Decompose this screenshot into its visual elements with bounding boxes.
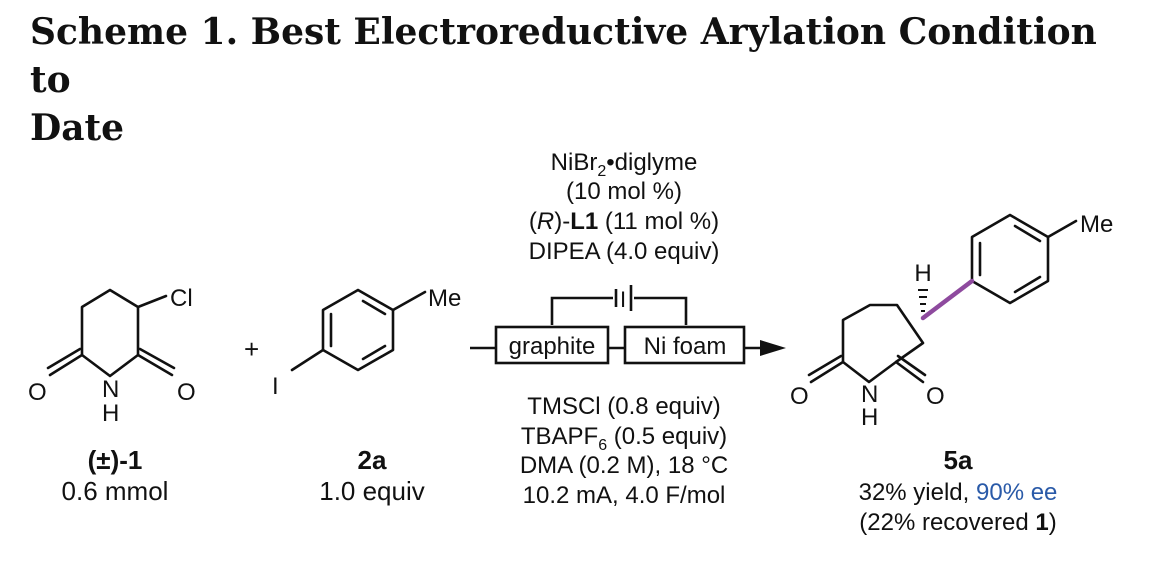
reactant-2-label: 2a [358, 445, 387, 475]
catalyst-line: NiBr2•diglyme [551, 149, 698, 180]
product-o-left: O [790, 383, 809, 410]
product-ee: 90% ee [976, 479, 1057, 506]
product-nh-h: H [861, 404, 878, 431]
product-aryl-bond [920, 278, 975, 321]
electrochemical-cell [470, 285, 762, 365]
cathode-label: Ni foam [644, 333, 727, 360]
reactant-1-label: (±)-1 [88, 445, 143, 475]
reactant-2-amount: 1.0 equiv [319, 476, 425, 506]
catalyst-loading: (10 mol %) [566, 178, 682, 205]
product-me: Me [1080, 211, 1113, 238]
product-hashed-wedge [918, 289, 928, 312]
reactant-1-n: N [102, 376, 119, 403]
scheme-title-line1: Scheme 1. Best Electroreductive Arylatio… [30, 11, 1097, 101]
reaction-arrow-head [760, 340, 786, 356]
scheme-title-line2: Date [30, 107, 125, 149]
product-structure [807, 213, 1078, 384]
current-line: 10.2 mA, 4.0 F/mol [523, 482, 726, 509]
cell-symbol: I [620, 287, 626, 312]
reactant-2-structure [290, 288, 427, 372]
reactant-2-i: I [272, 373, 279, 400]
base-line: DIPEA (4.0 equiv) [529, 238, 720, 265]
product-n: N [861, 381, 878, 408]
tmscl-line: TMSCl (0.8 equiv) [527, 393, 720, 420]
electrolyte-line: TBAPF6 (0.5 equiv) [521, 423, 727, 454]
product-h: H [914, 260, 931, 287]
anode-label: graphite [509, 333, 596, 360]
product-o-right: O [926, 383, 945, 410]
reactant-1-amount: 0.6 mmol [62, 476, 169, 506]
reactant-1-h: H [102, 400, 119, 427]
solvent-line: DMA (0.2 M), 18 °C [520, 452, 728, 479]
product-label: 5a [944, 445, 973, 475]
scheme-title: Scheme 1. Best Electroreductive Arylatio… [30, 8, 1130, 152]
ligand-line: (R)-L1 (11 mol %) [529, 208, 719, 235]
reactant-1-structure [46, 288, 176, 378]
reactant-1-o-left: O [28, 379, 47, 406]
reactant-2-me: Me [428, 285, 461, 312]
reactant-1-cl: Cl [170, 285, 193, 312]
product-yield-line: 32% yield, 90% ee [859, 479, 1058, 506]
reactant-1-o-right: O [177, 379, 196, 406]
product-recovered-line: (22% recovered 1) [859, 509, 1056, 536]
plus-sign: + [244, 334, 259, 364]
